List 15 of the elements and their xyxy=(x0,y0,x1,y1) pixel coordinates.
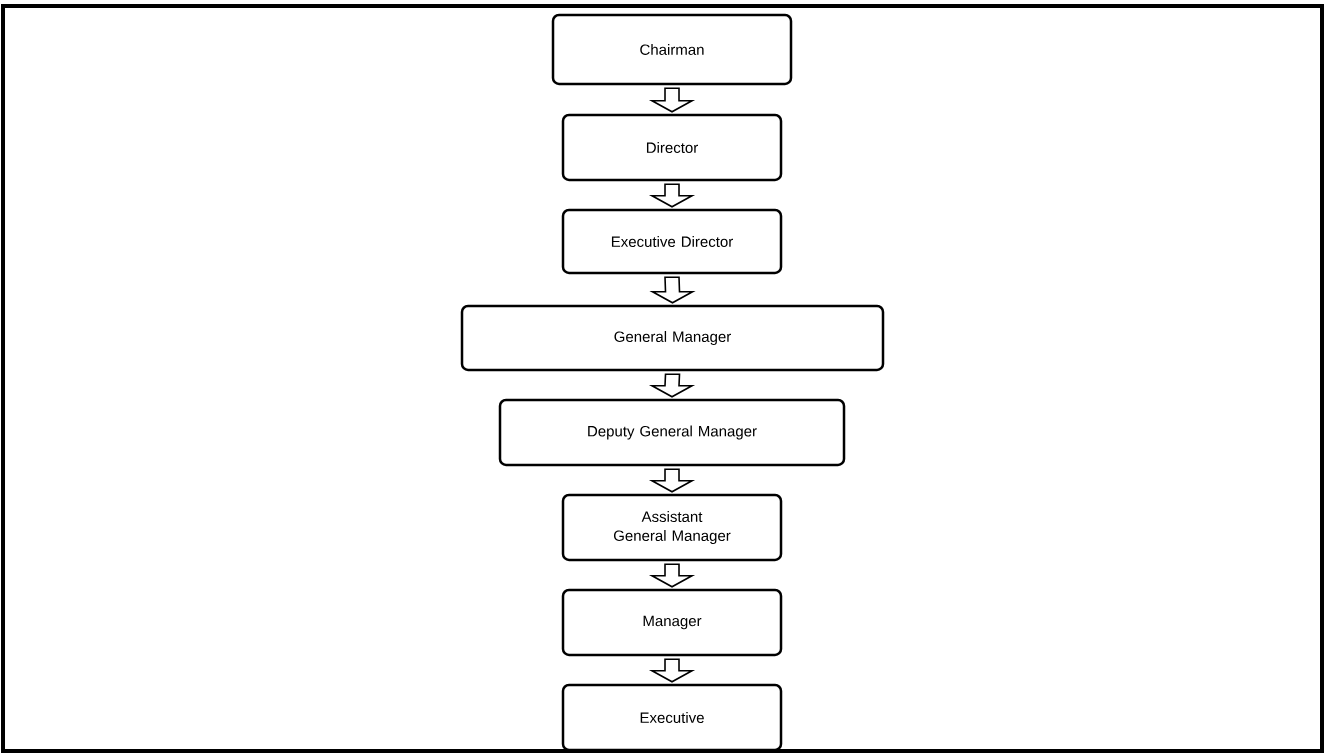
role-box: General Manager xyxy=(460,304,885,372)
block-arrow xyxy=(648,468,696,493)
role-box: Manager xyxy=(561,588,783,657)
block-arrow xyxy=(648,183,696,208)
role-box: Chairman xyxy=(551,13,793,86)
role-box: Executive Director xyxy=(561,208,783,275)
role-box: Deputy General Manager xyxy=(498,398,846,467)
role-box: Assistant General Manager xyxy=(561,493,783,562)
block-arrow xyxy=(648,658,696,683)
block-arrow xyxy=(648,563,696,588)
block-arrow xyxy=(648,373,696,398)
role-box: Executive xyxy=(561,683,783,752)
block-arrow xyxy=(648,87,696,113)
role-box: Director xyxy=(561,113,783,182)
block-arrow xyxy=(649,276,696,304)
